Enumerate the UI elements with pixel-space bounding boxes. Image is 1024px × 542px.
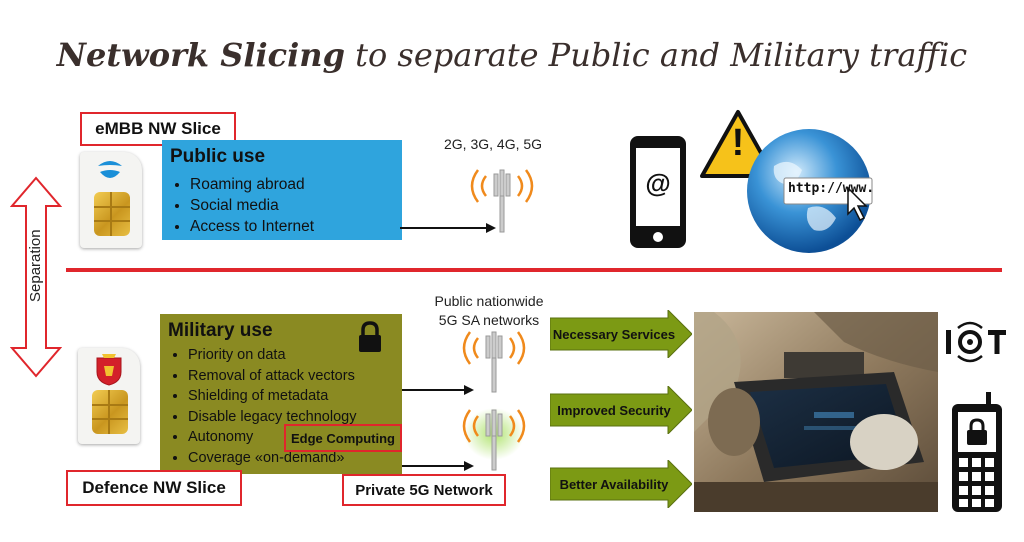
benefit-label: Improved Security bbox=[557, 402, 671, 418]
military-use-item: Coverage «on-demand» bbox=[188, 448, 356, 469]
telenor-logo-icon bbox=[98, 161, 122, 178]
cell-tower-icon bbox=[470, 169, 534, 233]
benefit-arrow-improved-security: Improved Security bbox=[550, 386, 692, 434]
public-connection-arrow bbox=[400, 223, 496, 233]
green-arrow-shape bbox=[550, 386, 692, 434]
green-arrow-shape bbox=[550, 460, 692, 508]
lock-icon bbox=[359, 321, 381, 352]
military-use-title: Military use bbox=[168, 320, 273, 341]
cell-tower-icon bbox=[462, 331, 526, 393]
at-symbol: @ bbox=[645, 168, 671, 198]
slice-separator-line bbox=[66, 268, 1002, 272]
sim-chip-icon bbox=[94, 192, 130, 236]
public-use-title: Public use bbox=[170, 146, 266, 167]
private-5g-label: Private 5G Network bbox=[342, 474, 506, 506]
title-rest: to separate Public and Military traffic bbox=[355, 36, 968, 74]
soldier-tablet-photo bbox=[694, 312, 938, 512]
military-use-item: Priority on data bbox=[188, 345, 356, 366]
public-5g-arrow bbox=[402, 385, 474, 395]
green-arrow-shape bbox=[550, 310, 692, 358]
warning-mark: ! bbox=[731, 122, 745, 164]
private-5g-arrow bbox=[402, 461, 474, 471]
coat-of-arms-icon bbox=[96, 354, 122, 386]
public-network-label-line2: 5G SA networks bbox=[438, 312, 540, 328]
public-use-list: Roaming abroad Social media Access to In… bbox=[168, 174, 314, 237]
military-use-item: Disable legacy technology bbox=[188, 407, 356, 428]
page-title: Network Slicing to separate Public and M… bbox=[0, 36, 1024, 74]
globe-icon bbox=[747, 129, 873, 253]
benefit-label: Better Availability bbox=[559, 476, 669, 492]
military-use-list: Priority on data Removal of attack vecto… bbox=[166, 345, 356, 468]
defence-slice-label: Defence NW Slice bbox=[66, 470, 242, 506]
military-use-item: Autonomy bbox=[188, 427, 356, 448]
smartphone-icon bbox=[630, 136, 686, 248]
public-use-item: Roaming abroad bbox=[190, 174, 314, 195]
military-use-item: Shielding of metadata bbox=[188, 386, 356, 407]
defence-sim-card bbox=[78, 348, 140, 444]
sim-chip-icon bbox=[92, 390, 128, 434]
url-text: http://www. bbox=[788, 181, 875, 196]
title-bold: Network Slicing bbox=[56, 36, 345, 74]
separation-arrow bbox=[10, 176, 62, 378]
public-network-label: Public nationwide 5G SA networks bbox=[424, 292, 554, 330]
separation-label: Separation bbox=[27, 229, 44, 302]
public-use-box: Public use Roaming abroad Social media A… bbox=[162, 140, 402, 240]
telenor-sim-card bbox=[80, 152, 142, 248]
public-use-item: Access to Internet bbox=[190, 216, 314, 237]
private-cell-tower-icon bbox=[462, 408, 526, 471]
benefit-arrow-necessary-services: Necessary Services bbox=[550, 310, 692, 358]
benefit-label: Necessary Services bbox=[552, 326, 676, 342]
iot-icon bbox=[946, 321, 1006, 363]
tower-generations-label: 2G, 3G, 4G, 5G bbox=[444, 136, 543, 152]
secure-handset-icon bbox=[952, 392, 1002, 512]
public-network-label-line1: Public nationwide bbox=[434, 293, 544, 309]
military-use-item: Removal of attack vectors bbox=[188, 366, 356, 387]
benefit-arrow-better-availability: Better Availability bbox=[550, 460, 692, 508]
edge-computing-label: Edge Computing bbox=[284, 424, 402, 452]
public-use-item: Social media bbox=[190, 195, 314, 216]
military-use-box: Military use Priority on data Removal of… bbox=[160, 314, 402, 474]
